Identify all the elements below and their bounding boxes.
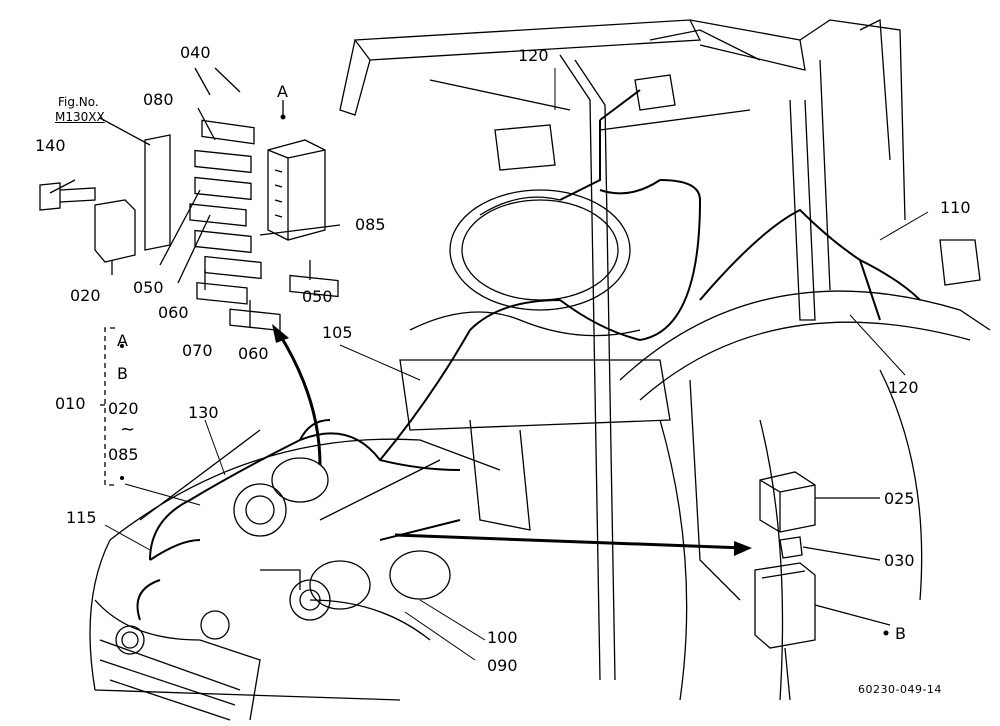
callout-050-b: 050 <box>302 287 333 306</box>
arrow-heads <box>272 324 752 556</box>
group-ref-B: B <box>117 364 128 383</box>
callout-080: 080 <box>143 90 174 109</box>
work-lamps <box>494 74 981 286</box>
leader-lines <box>104 68 929 661</box>
fig-no-label: Fig.No. <box>58 95 99 109</box>
reference-dots <box>120 114 889 636</box>
callout-120-right: 120 <box>888 378 919 397</box>
callout-130: 130 <box>188 403 219 422</box>
callout-020-left: 020 <box>70 286 101 305</box>
hood <box>89 429 501 701</box>
callout-040: 040 <box>180 43 211 62</box>
callout-050-a: 050 <box>133 278 164 297</box>
callout-105: 105 <box>322 323 353 342</box>
callout-110: 110 <box>940 198 971 217</box>
callout-115: 115 <box>66 508 97 527</box>
callout-025: 025 <box>884 489 915 508</box>
group-ref-085: 085 <box>108 445 139 464</box>
callout-060-a: 060 <box>158 303 189 322</box>
callout-030: 030 <box>884 551 915 570</box>
group-ref-A: A <box>117 331 128 350</box>
drawing-code: 60230-049-14 <box>858 683 942 696</box>
callout-070: 070 <box>182 341 213 360</box>
fig-no-value: M130XX <box>55 110 105 124</box>
ref-A-top: A <box>277 82 288 101</box>
callout-arrows <box>278 334 746 550</box>
engine-components <box>233 457 451 621</box>
fuse-box-inset <box>39 67 341 332</box>
callout-010: 010 <box>55 394 86 413</box>
grille <box>94 599 261 721</box>
relay-socket-inset <box>754 471 891 701</box>
callout-100: 100 <box>487 628 518 647</box>
harness-wires <box>136 89 921 621</box>
callout-140: 140 <box>35 136 66 155</box>
group-ref-020: 020 <box>108 399 139 418</box>
group-ref-tilde: ~ <box>120 419 136 440</box>
callout-090: 090 <box>487 656 518 675</box>
rops-frame <box>339 18 906 681</box>
steering-assembly <box>399 189 671 531</box>
callout-060-b: 060 <box>238 344 269 363</box>
ref-B-bottom: B <box>895 624 906 643</box>
fender <box>619 290 991 701</box>
callout-085-right: 085 <box>355 215 386 234</box>
group-bracket-010 <box>97 327 118 486</box>
callout-120-top: 120 <box>518 46 549 65</box>
